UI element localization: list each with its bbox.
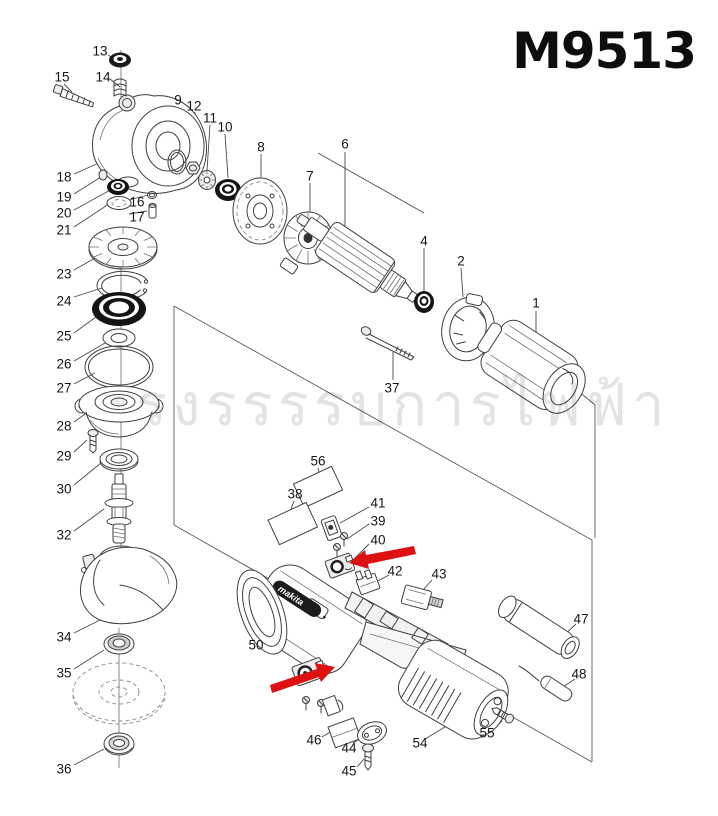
part-label-36: 36 bbox=[56, 761, 72, 777]
part-41-holder-plate bbox=[320, 515, 343, 542]
part-label-20: 20 bbox=[56, 205, 72, 221]
part-label-37: 37 bbox=[384, 380, 400, 396]
part-29-screw bbox=[87, 429, 99, 454]
highlight-arrow-lower bbox=[270, 663, 335, 693]
part-label-25: 25 bbox=[56, 328, 72, 344]
page-title: M9513 bbox=[512, 22, 697, 80]
part-label-56: 56 bbox=[310, 453, 326, 469]
part-label-34: 34 bbox=[56, 629, 72, 645]
part-label-41: 41 bbox=[370, 495, 386, 511]
part-38-label-plate bbox=[267, 501, 319, 546]
part-label-39: 39 bbox=[370, 513, 386, 529]
part-label-21: 21 bbox=[56, 222, 72, 238]
part-4-ball-bearing bbox=[414, 291, 434, 313]
highlight-arrows bbox=[270, 546, 416, 693]
part-label-24: 24 bbox=[56, 293, 72, 309]
part-30-labyrinth-washer bbox=[99, 448, 139, 472]
part-28-bearing-box bbox=[74, 385, 164, 438]
part-label-12: 12 bbox=[186, 98, 202, 114]
part-45-screw bbox=[362, 743, 374, 771]
part-20-lock-washer bbox=[106, 196, 132, 210]
part-label-14: 14 bbox=[95, 69, 111, 85]
part-label-16: 16 bbox=[129, 194, 145, 210]
part-43-switch bbox=[400, 584, 444, 611]
part-label-50: 50 bbox=[248, 637, 264, 653]
part-35-inner-flange bbox=[103, 633, 135, 655]
part-label-1: 1 bbox=[532, 295, 540, 311]
part-label-10: 10 bbox=[217, 119, 233, 135]
part-label-9: 9 bbox=[174, 92, 182, 108]
grinding-wheel-phantom bbox=[72, 662, 166, 725]
part-label-42: 42 bbox=[387, 563, 403, 579]
part-11-pinion-gear bbox=[198, 170, 216, 190]
part-label-29: 29 bbox=[56, 448, 72, 464]
part-1-field bbox=[477, 319, 586, 414]
part-label-4: 4 bbox=[420, 233, 428, 249]
part-39-screws bbox=[333, 532, 348, 558]
part-32-spindle bbox=[104, 473, 134, 544]
part-12-nut bbox=[185, 161, 201, 175]
part-label-26: 26 bbox=[56, 356, 72, 372]
part-label-43: 43 bbox=[431, 566, 447, 582]
part-27-o-ring bbox=[84, 345, 154, 389]
part-13-bearing-cap bbox=[109, 52, 131, 68]
section-frame bbox=[173, 305, 596, 763]
part-23-spiral-bevel-gear bbox=[88, 226, 158, 270]
part-label-32: 32 bbox=[56, 527, 72, 543]
highlight-arrow-upper bbox=[349, 546, 416, 569]
part-48-cord-sleeve bbox=[518, 665, 573, 702]
part-label-15: 15 bbox=[54, 69, 70, 85]
part-16-ring bbox=[147, 191, 157, 199]
part-label-18: 18 bbox=[56, 169, 72, 185]
part-56-name-plate bbox=[292, 465, 344, 509]
part-label-17: 17 bbox=[129, 209, 145, 225]
part-label-23: 23 bbox=[56, 266, 72, 282]
part-18-pin bbox=[98, 169, 108, 181]
part-10-ball-bearing bbox=[215, 179, 241, 201]
part-15-bolt bbox=[52, 84, 95, 108]
part-42-terminal-block bbox=[354, 569, 381, 596]
part-14-spring bbox=[113, 78, 127, 97]
part-17-pin bbox=[148, 203, 157, 219]
part-label-28: 28 bbox=[56, 418, 72, 434]
part-label-7: 7 bbox=[306, 168, 314, 184]
part-label-19: 19 bbox=[56, 189, 72, 205]
part-label-44: 44 bbox=[341, 740, 357, 756]
part-47-side-handle bbox=[498, 595, 580, 659]
part-26-washer bbox=[102, 328, 136, 348]
part-label-46: 46 bbox=[306, 732, 322, 748]
part-19-ball-bearing bbox=[107, 179, 129, 195]
part-54-rear-housing bbox=[398, 639, 509, 740]
part-label-55: 55 bbox=[479, 725, 495, 741]
part-label-8: 8 bbox=[257, 139, 265, 155]
part-9-o-ring bbox=[167, 149, 187, 175]
part-36-lock-nut bbox=[103, 732, 135, 756]
part-37-screw bbox=[360, 326, 415, 361]
part-label-54: 54 bbox=[412, 735, 428, 751]
part-55-screw bbox=[491, 707, 514, 724]
part-label-30: 30 bbox=[56, 481, 72, 497]
part-label-45: 45 bbox=[341, 763, 357, 779]
part-40-brush-holder bbox=[324, 552, 356, 579]
part-label-13: 13 bbox=[92, 43, 108, 59]
part-label-38: 38 bbox=[287, 486, 303, 502]
part-label-2: 2 bbox=[457, 253, 465, 269]
part-label-27: 27 bbox=[56, 380, 72, 396]
part-6-armature bbox=[296, 214, 419, 303]
part-label-6: 6 bbox=[341, 136, 349, 152]
part-25-ball-bearing bbox=[92, 292, 146, 326]
part-44-holder-cap bbox=[357, 721, 387, 745]
part-label-35: 35 bbox=[56, 665, 72, 681]
part-8-baffle-plate bbox=[232, 177, 288, 245]
part-46-carbon-brush bbox=[321, 694, 362, 749]
part-label-11: 11 bbox=[202, 110, 218, 126]
part-label-40: 40 bbox=[370, 532, 386, 548]
part-label-48: 48 bbox=[571, 666, 587, 682]
part-34-wheel-guard bbox=[80, 545, 178, 625]
part-label-47: 47 bbox=[573, 611, 589, 627]
part-50-motor-housing: makita bbox=[236, 564, 367, 675]
